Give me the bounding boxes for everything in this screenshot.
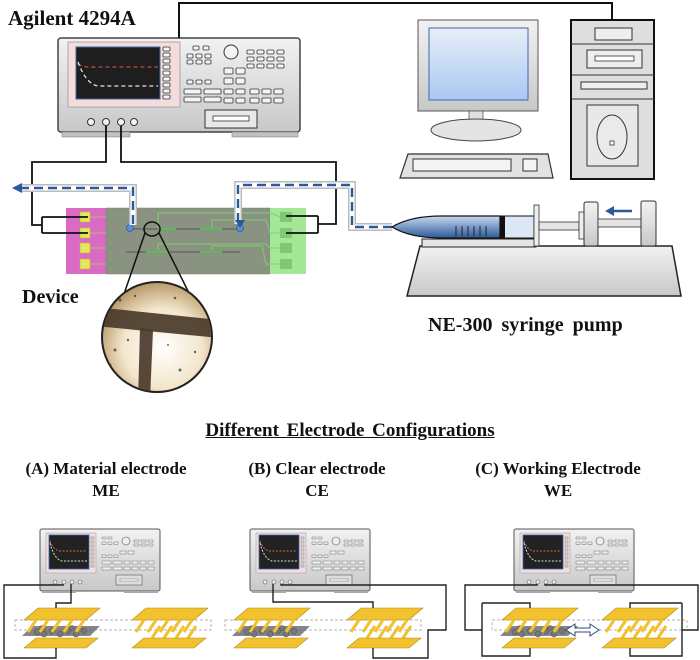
double-arrow-icon: [565, 623, 600, 637]
impedance-analyzer-label: Agilent 4294A: [8, 6, 136, 30]
inflow-arrow-icon: [235, 220, 245, 228]
pump-direction-arrow-icon: [605, 206, 632, 216]
analyzer-disk-slot: [204, 109, 258, 129]
config-b-caption: (B) Clear electrode CE: [232, 458, 402, 502]
syringe-pump-label: NE-300 syringe pump: [428, 314, 623, 336]
microfluidic-device: [66, 207, 306, 275]
configurations-title: Different Electrode Configurations: [205, 420, 495, 441]
fluid-tubing: [12, 181, 392, 231]
impedance-analyzer: [57, 37, 301, 138]
analyzer-softkeys: [162, 46, 171, 100]
device-label: Device: [22, 286, 79, 308]
analyzer-ports: [87, 118, 138, 126]
config-b-name: (B) Clear electrode: [248, 459, 386, 478]
measurement-leads: [31, 126, 337, 234]
config-a-diagram: [3, 528, 212, 659]
computer-tower: [570, 19, 655, 180]
keyboard: [399, 153, 554, 179]
analyzer-knob: [223, 44, 239, 60]
computer-monitor: [417, 19, 539, 142]
config-c-diagram: [464, 528, 699, 657]
config-c-name: (C) Working Electrode: [475, 459, 641, 478]
config-b-abbr: CE: [305, 481, 329, 500]
config-a-abbr: ME: [92, 481, 120, 500]
pusher-block: [583, 201, 599, 247]
data-cable: [178, 2, 613, 38]
config-a-name: (A) Material electrode: [25, 459, 187, 478]
config-c-caption: (C) Working Electrode WE: [448, 458, 668, 502]
syringe-pump: [390, 200, 682, 297]
syringe: [390, 204, 585, 247]
analyzer-keypad: [183, 45, 285, 104]
analyzer-screen: [75, 46, 161, 100]
config-c-abbr: WE: [543, 481, 573, 500]
config-a-caption: (A) Material electrode ME: [6, 458, 206, 502]
magnified-view: [101, 221, 213, 393]
outflow-arrow-icon: [12, 183, 22, 193]
config-b-diagram: [224, 528, 447, 659]
microscope-image: [101, 281, 213, 393]
